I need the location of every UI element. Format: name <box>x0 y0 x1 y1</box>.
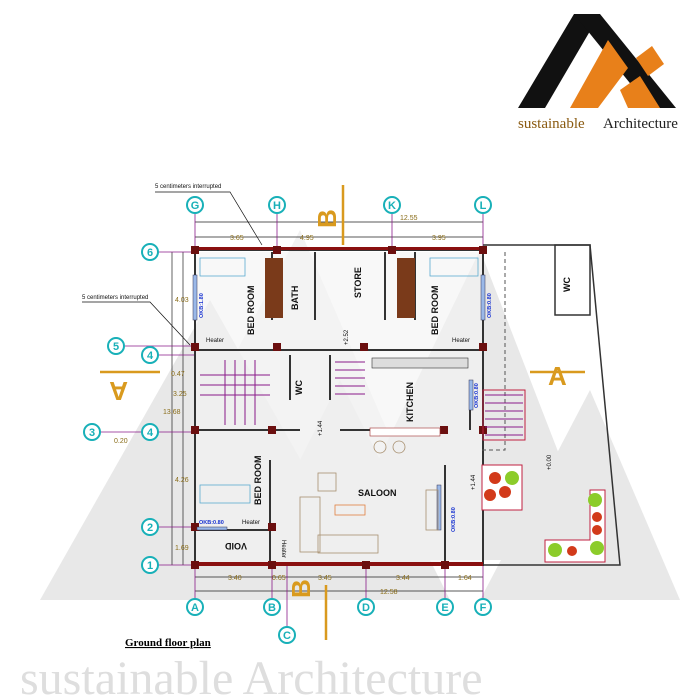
grid-bubbles <box>83 196 492 644</box>
grid-label: 1 <box>147 560 153 572</box>
windows <box>192 274 486 531</box>
yard-stair-outline <box>482 389 526 441</box>
yard-boundary <box>480 252 506 451</box>
room-label-bed-room: BED ROOM <box>253 456 263 506</box>
dim-top: 3.65 <box>230 235 244 242</box>
kitchen-counter <box>369 357 469 437</box>
grid-label: L <box>480 200 487 212</box>
wall-hatch <box>195 562 483 566</box>
room-label-wc: WC <box>294 380 304 395</box>
watermark-text: sustainable Architecture <box>20 652 483 700</box>
window-label: OKB:0.80 <box>487 293 493 318</box>
wardrobe <box>397 258 415 318</box>
section-marker-b-top: B <box>312 209 342 228</box>
dim-bottom: 1.64 <box>458 575 472 582</box>
dim-left: 3.25 <box>173 391 187 398</box>
section-marker-a-right: A <box>548 361 567 391</box>
dim-left: 4.03 <box>175 297 189 304</box>
saloon-furniture <box>299 440 439 554</box>
heater-label: Heater <box>452 338 470 344</box>
grid-label: B <box>268 602 276 614</box>
note-interrupted: 5 centimeters interrupted <box>155 184 221 190</box>
dim-top-total: 12.55 <box>400 215 418 222</box>
note-interrupted: 5 centimeters interrupted <box>82 295 148 301</box>
grid-label: K <box>388 200 396 212</box>
section-marker-b-bottom: B <box>286 579 316 598</box>
logo-word-2: Architecture <box>603 116 678 132</box>
grid-label: G <box>191 200 200 212</box>
grid-label: H <box>273 200 281 212</box>
grid-label: 5 <box>113 341 119 353</box>
plan-title: Ground floor plan <box>125 637 211 649</box>
room-label-bed-room: BED ROOM <box>246 286 256 336</box>
grid-label: 2 <box>147 522 153 534</box>
leader-line <box>155 191 263 246</box>
planters <box>481 464 606 563</box>
dim-left: 0.47 <box>171 371 185 378</box>
heater-label: Heater <box>206 338 224 344</box>
dim-bottom: 3.44 <box>396 575 410 582</box>
level-mark: +0.00 <box>547 454 553 470</box>
dim-top: 3.95 <box>432 235 446 242</box>
dim-bottom: 3.45 <box>318 575 332 582</box>
room-label-kitchen: KITCHEN <box>405 382 415 422</box>
window-label: OKB:0.80 <box>199 520 224 526</box>
dim-left: 4.26 <box>175 477 189 484</box>
window-label: OKB:0.80 <box>474 383 480 408</box>
dim-bottom: 0.65 <box>272 575 286 582</box>
level-mark: +2.52 <box>344 329 350 345</box>
level-mark: +1.44 <box>471 474 477 490</box>
grid-label: F <box>480 602 487 614</box>
room-label-store: STORE <box>353 267 363 298</box>
dim-top: 4.95 <box>300 235 314 242</box>
dim-left-total: 13.68 <box>163 409 181 416</box>
room-label-bath: BATH <box>290 286 300 310</box>
columns <box>191 246 487 569</box>
room-label-wc-yard: WC <box>562 277 572 292</box>
heater-label: Heater <box>280 540 286 558</box>
grid-label: D <box>362 602 370 614</box>
room-label-saloon: SALOON <box>358 488 397 498</box>
logo: sustainable Architecture <box>518 14 678 132</box>
building-floor <box>195 252 483 565</box>
dim-bottom: 3.40 <box>228 575 242 582</box>
grid-label: 6 <box>147 247 153 259</box>
dimension-lines <box>171 221 483 592</box>
level-mark: +1.44 <box>318 420 324 436</box>
grid-label: C <box>283 630 291 642</box>
grid-label: E <box>441 602 448 614</box>
grid-label: A <box>191 602 199 614</box>
room-label-void: VOID <box>224 541 247 551</box>
dim-left: 1.69 <box>175 545 189 552</box>
heater-label: Heater <box>242 520 260 526</box>
section-marker-a-left: A <box>109 376 128 406</box>
stairs <box>200 360 523 436</box>
wardrobe <box>265 258 283 318</box>
grid-label: 4 <box>147 350 154 362</box>
room-label-bed-room: BED ROOM <box>430 286 440 336</box>
window-label: OKB:0.80 <box>451 507 457 532</box>
dim-offset: 0.20 <box>114 438 128 445</box>
grid-label: 3 <box>89 427 95 439</box>
wall-hatch <box>195 247 483 250</box>
dim-bottom-total: 12.58 <box>380 589 398 596</box>
logo-word-1: sustainable <box>518 116 585 132</box>
window-label: OKB:1.80 <box>199 293 205 318</box>
beds <box>199 257 479 504</box>
grid-label: 4 <box>147 427 154 439</box>
leader-line <box>82 301 191 346</box>
